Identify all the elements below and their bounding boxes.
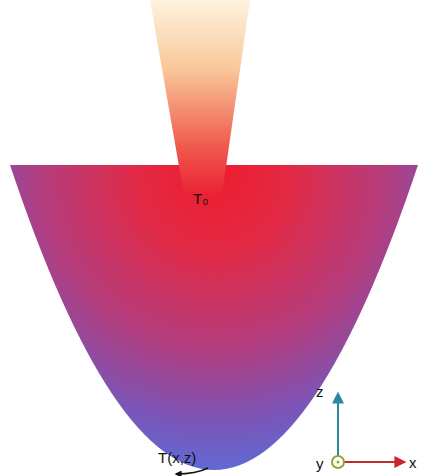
y-axis-dot — [337, 461, 340, 464]
surface-temperature: T(x,z) — [158, 450, 196, 465]
contour-arrow — [176, 468, 208, 474]
laser-beam — [150, 0, 250, 195]
y-axis — [332, 456, 344, 468]
heated-body — [10, 165, 418, 470]
axis-label: z — [316, 384, 324, 399]
axis-label: x — [409, 455, 417, 470]
axis-label: y — [316, 456, 324, 471]
x-axis — [338, 461, 404, 463]
source-temperature: T₀ — [193, 191, 208, 206]
z-axis — [337, 394, 339, 462]
